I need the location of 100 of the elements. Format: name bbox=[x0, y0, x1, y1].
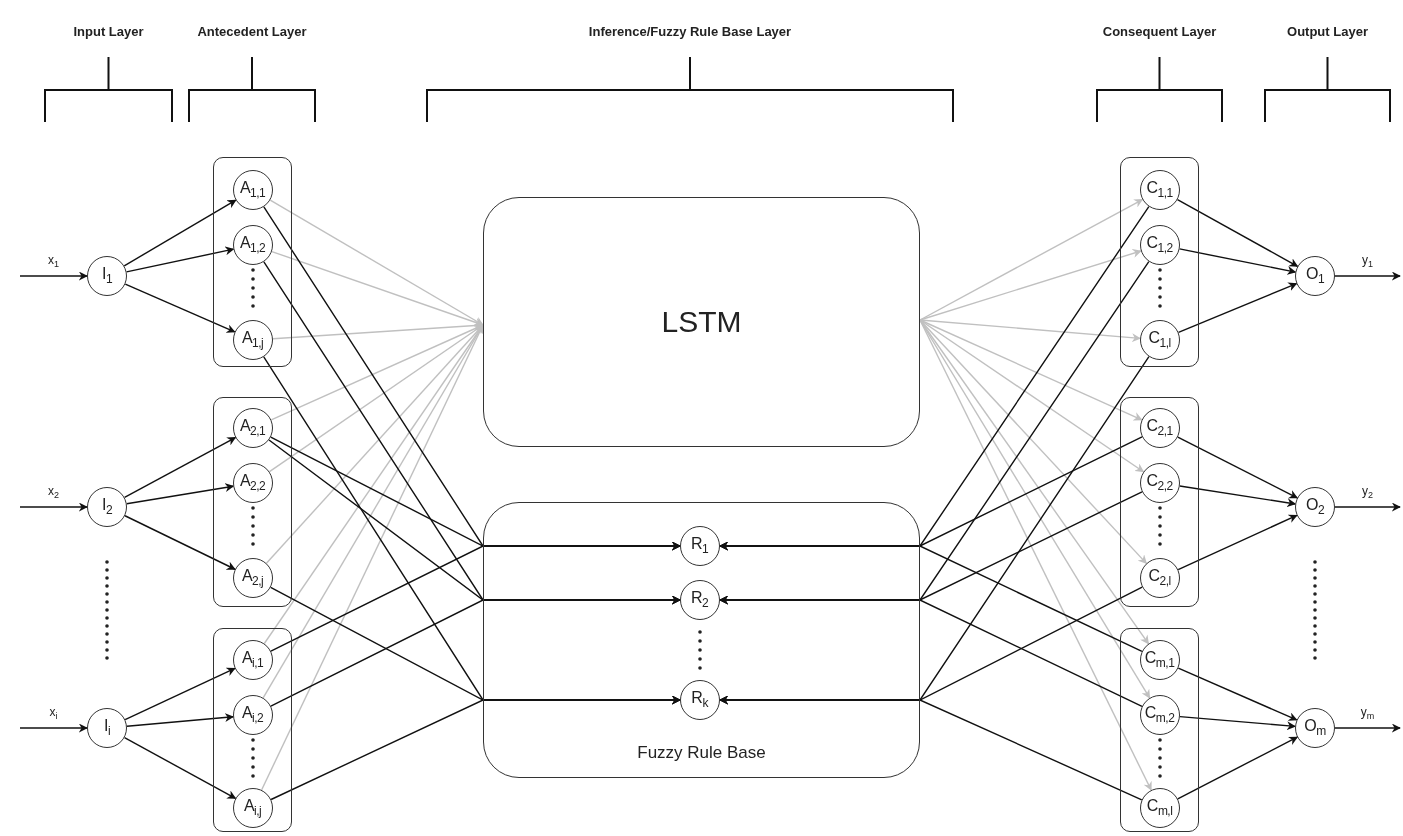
node-label: C$_{m,l}$ bbox=[1146, 798, 1173, 818]
node-label: R$_{k}$ bbox=[691, 690, 708, 710]
node-label: O$_{2}$ bbox=[1305, 497, 1325, 517]
node-label: I$_{1}$ bbox=[101, 266, 113, 286]
signal-arrow bbox=[1334, 723, 1401, 733]
layer-heading: Inference/Fuzzy Rule Base Layer bbox=[588, 24, 792, 39]
neuron-circle bbox=[1295, 256, 1335, 296]
neuron-circle bbox=[1139, 407, 1180, 448]
node-label: C$_{m,1}$ bbox=[1144, 650, 1175, 670]
connection-arrow bbox=[1179, 485, 1297, 508]
node-label: C$_{2,1}$ bbox=[1146, 418, 1173, 438]
connection-arrow bbox=[1177, 667, 1298, 721]
signal-arrow bbox=[19, 271, 88, 281]
neuron-circle bbox=[87, 708, 127, 748]
connection-arrow bbox=[265, 324, 484, 564]
connection-arrow bbox=[270, 695, 681, 801]
neuron-circle bbox=[232, 694, 273, 735]
neuron-circle bbox=[1139, 224, 1180, 265]
group-frame bbox=[213, 397, 292, 607]
group-frame bbox=[213, 157, 292, 367]
block-title: Fuzzy Rule Base bbox=[637, 743, 766, 763]
neuron-circle bbox=[232, 169, 273, 210]
node-label: R$_{1}$ bbox=[690, 536, 709, 556]
connection-arrow bbox=[1179, 715, 1296, 731]
edge-label: x$_{1}$ bbox=[48, 254, 59, 270]
node-label: I$_{i}$ bbox=[103, 718, 111, 738]
node-label: A$_{i,1}$ bbox=[241, 650, 264, 670]
connection-arrow bbox=[1177, 736, 1299, 800]
neuron-circle bbox=[1139, 787, 1180, 828]
connection-arrow bbox=[124, 515, 236, 570]
node-label: A$_{i,j}$ bbox=[243, 798, 262, 818]
connection-arrow bbox=[123, 199, 237, 267]
node-label: O$_{m}$ bbox=[1304, 718, 1326, 738]
connection-arrow bbox=[1178, 248, 1297, 275]
node-label: A$_{1,2}$ bbox=[239, 235, 266, 255]
connection-arrow bbox=[124, 667, 236, 721]
edge-label: x$_{i}$ bbox=[49, 706, 58, 722]
node-label: C$_{1,2}$ bbox=[1146, 235, 1173, 255]
neuron-circle bbox=[232, 407, 273, 448]
neuron-circle bbox=[87, 256, 127, 296]
layer-heading: Output Layer bbox=[1287, 24, 1368, 39]
connection-arrow bbox=[1176, 199, 1299, 267]
node-label: A$_{2,j}$ bbox=[241, 568, 264, 588]
connection-arrow bbox=[919, 249, 1142, 321]
neuron-circle bbox=[1139, 557, 1180, 598]
node-label: A$_{1,1}$ bbox=[239, 180, 266, 200]
node-label: I$_{2}$ bbox=[101, 497, 113, 517]
node-label: A$_{2,2}$ bbox=[239, 473, 266, 493]
layer-block bbox=[483, 502, 920, 778]
signal-arrow bbox=[19, 502, 88, 512]
connection-arrow bbox=[1177, 436, 1298, 499]
neuron-circle bbox=[232, 787, 273, 828]
node-label: C$_{2,l}$ bbox=[1148, 568, 1171, 588]
connection-arrow bbox=[1177, 514, 1298, 571]
connection-arrow bbox=[919, 319, 1141, 343]
neuron-circle bbox=[1139, 462, 1180, 503]
connection-arrow bbox=[719, 695, 1143, 801]
connection-arrow bbox=[1177, 282, 1298, 334]
neuron-circle bbox=[232, 639, 273, 680]
connection-arrow bbox=[270, 541, 681, 652]
node-label: R$_{2}$ bbox=[690, 590, 709, 610]
connection-arrow bbox=[919, 198, 1144, 321]
node-label: A$_{1,j}$ bbox=[241, 330, 264, 350]
neuron-circle bbox=[232, 557, 273, 598]
edge-label: y$_{m}$ bbox=[1360, 706, 1375, 722]
node-label: C$_{2,2}$ bbox=[1146, 473, 1173, 493]
neuron-circle bbox=[232, 224, 273, 265]
connection-arrow bbox=[269, 199, 484, 326]
edge-label: y$_{2}$ bbox=[1362, 485, 1373, 501]
connection-arrow bbox=[126, 483, 235, 505]
signal-arrow bbox=[1334, 502, 1401, 512]
connection-arrow bbox=[919, 319, 1152, 791]
group-frame bbox=[1120, 628, 1199, 832]
neuron-circle bbox=[1139, 169, 1180, 210]
neuron-circle bbox=[1139, 694, 1180, 735]
neuron-circle bbox=[1295, 708, 1335, 748]
node-label: A$_{2,1}$ bbox=[239, 418, 266, 438]
layer-heading: Antecedent Layer bbox=[197, 24, 307, 39]
node-label: C$_{m,2}$ bbox=[1144, 705, 1175, 725]
node-label: C$_{1,1}$ bbox=[1146, 180, 1173, 200]
connection-arrow bbox=[125, 246, 235, 273]
neuron-circle bbox=[232, 319, 273, 360]
connection-arrow bbox=[271, 250, 484, 327]
neuron-circle bbox=[1139, 639, 1180, 680]
group-frame bbox=[213, 628, 292, 832]
layer-heading: Input Layer bbox=[73, 24, 144, 39]
connection-arrow bbox=[123, 736, 237, 800]
neuron-circle bbox=[87, 487, 127, 527]
layer-block bbox=[483, 197, 920, 447]
signal-arrow bbox=[1334, 271, 1401, 281]
group-frame bbox=[1120, 397, 1199, 607]
node-label: O$_{1}$ bbox=[1305, 266, 1325, 286]
neuron-circle bbox=[1295, 487, 1335, 527]
block-title: LSTM bbox=[661, 305, 742, 339]
edge-label: x$_{2}$ bbox=[48, 485, 59, 501]
connection-arrow bbox=[123, 436, 237, 499]
node-label: A$_{i,2}$ bbox=[241, 705, 264, 725]
connection-arrow bbox=[126, 713, 234, 727]
group-frame bbox=[1120, 157, 1199, 367]
connection-arrow bbox=[719, 541, 1143, 653]
